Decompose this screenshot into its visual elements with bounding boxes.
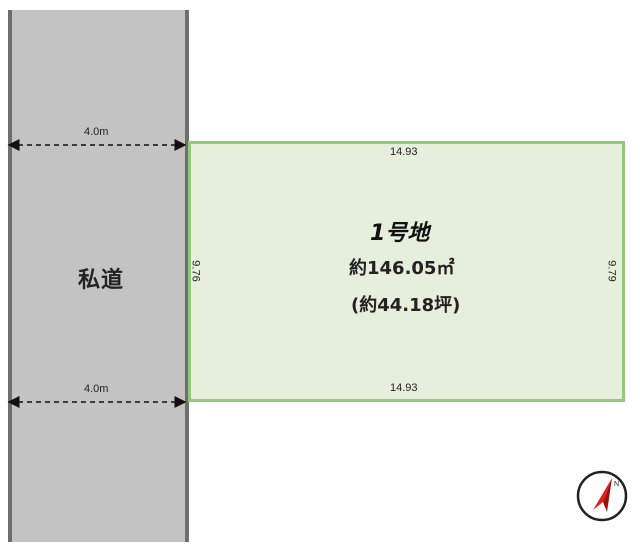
- lot-1: [188, 141, 625, 402]
- road-width-upper-label: 4.0m: [84, 126, 109, 138]
- road-width-lower-label: 4.0m: [84, 383, 109, 395]
- lot-title: 1号地: [370, 221, 430, 246]
- lot-right-depth: 9.79: [605, 260, 618, 282]
- lot-tsubo: (約44.18坪): [351, 295, 461, 316]
- lot-area: 約146.05㎡: [349, 258, 455, 279]
- svg-text:N: N: [614, 481, 619, 488]
- private-road: [8, 10, 189, 542]
- lot-left-depth: 9.76: [189, 260, 202, 282]
- lot-bottom-width: 14.93: [390, 382, 418, 394]
- lot-top-width: 14.93: [390, 146, 418, 158]
- road-label: 私道: [78, 268, 125, 293]
- north-arrow-icon: N: [576, 470, 628, 522]
